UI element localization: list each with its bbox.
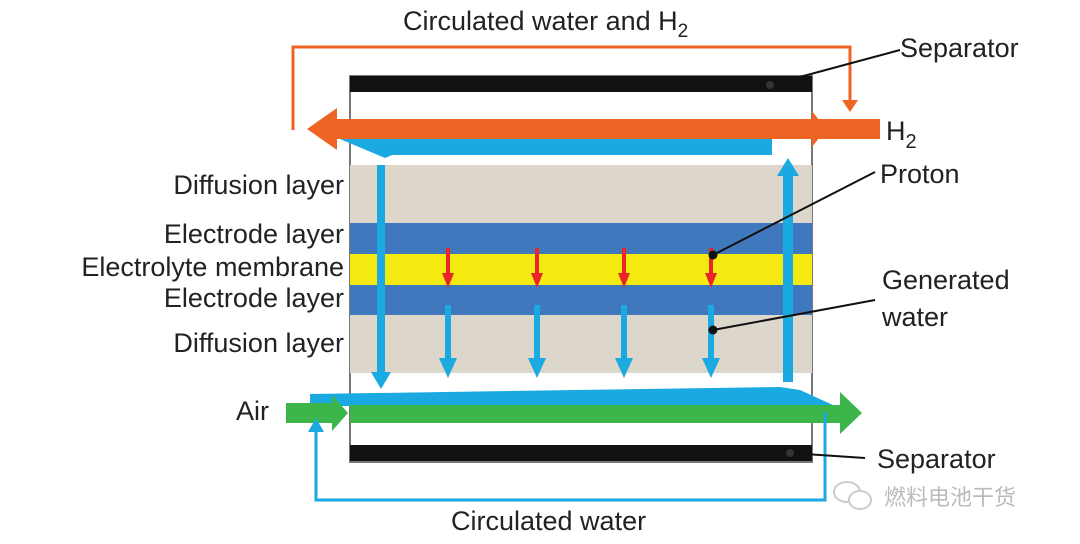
proton-arrow-2 [535,248,539,276]
electrode-layer-top [350,223,812,254]
air-flow-arrow [350,405,842,423]
generated-water-arrowhead-4 [702,358,720,378]
title-circulated-water-h2: Circulated water and H2 [403,6,688,42]
water-down-left-arrowhead [371,372,391,389]
label-electrode-layer-top: Electrode layer [164,219,344,249]
h2-inlet-arrow [812,119,880,139]
separator-bottom-leader [789,452,866,459]
proton-arrowhead-4 [705,273,717,288]
water-up-right [783,170,793,382]
proton-arrow-1 [446,248,450,276]
generated-water-arrowhead-1 [439,358,457,378]
generated-water-arrow-3 [621,305,627,360]
label-proton: Proton [880,159,960,189]
label-h2: H2 [886,116,917,153]
separator-bottom-plate [350,445,812,461]
separator-top-dot [766,81,774,89]
generated-water-arrow-2 [534,305,540,360]
label-electrode-layer-bottom: Electrode layer [164,283,344,313]
label-air: Air [236,396,269,426]
proton-arrowhead-1 [442,273,454,288]
h2-inlet-arrowhead [812,111,826,147]
generated-water-leader [712,299,876,331]
diffusion-layer-top [350,165,812,223]
generated-water-arrowhead-3 [615,358,633,378]
label-generated: Generated [882,265,1010,295]
generated-water-arrow-1 [445,305,451,360]
generated-water-arrowhead-2 [528,358,546,378]
water-recirculation-arrowhead [308,418,324,432]
label-water: water [881,302,948,332]
proton-arrowhead-3 [618,273,630,288]
separator-bottom-dot [786,449,794,457]
h2-flow-arrowhead [307,108,337,150]
air-inlet-arrowhead [332,395,348,431]
label-separator-top: Separator [900,33,1019,63]
separator-top-plate [350,76,812,92]
proton-arrow-3 [622,248,626,276]
generated-water-dot [708,325,718,335]
air-flow-arrowhead [840,392,862,434]
label-electrolyte-membrane: Electrolyte membrane [81,252,344,282]
electrode-layer-bottom [350,285,812,315]
watermark-text: 燃料电池干货 [884,486,1016,511]
proton-dot [708,250,718,260]
wechat-icon [833,481,872,510]
proton-arrow-4 [709,248,713,276]
electrolyte-membrane [350,254,812,285]
label-diffusion-layer-bottom: Diffusion layer [173,328,344,358]
h2-recirculation-line [291,45,852,130]
water-up-right-arrowhead [777,158,799,176]
proton-arrowhead-2 [531,273,543,288]
separator-top-leader [769,49,901,86]
label-diffusion-layer-top: Diffusion layer [173,170,344,200]
water-down-left [377,165,385,373]
air-inlet-arrow [286,403,336,423]
h2-recirculation-arrowhead [842,100,858,112]
water-bottom-channel [310,387,835,406]
diffusion-layer-bottom [350,315,812,373]
proton-leader [712,171,876,256]
h2-flow-arrow [335,119,812,139]
label-circulated-water: Circulated water [451,506,646,536]
water-top-channel [340,139,772,158]
label-separator-bottom: Separator [877,444,996,474]
